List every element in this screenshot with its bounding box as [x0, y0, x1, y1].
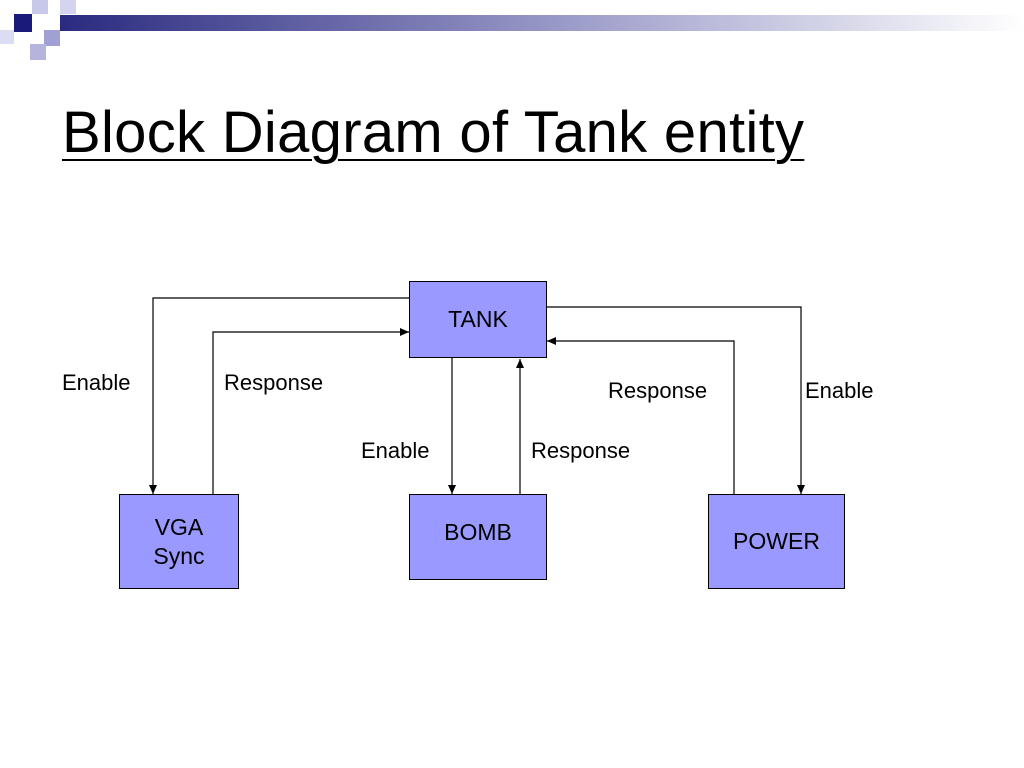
vga-sync-block-label: VGA Sync [153, 513, 205, 569]
header-square-2 [32, 0, 48, 14]
wire-tank-to-vga-enable [149, 297, 410, 494]
power-response-label: Response [608, 378, 708, 403]
bomb-enable-label: Enable [361, 438, 430, 463]
wire-vga-to-tank-response [212, 328, 409, 494]
page-title: Block Diagram of Tank entity [62, 100, 805, 165]
power-block-label: POWER [733, 528, 820, 554]
bomb-block: BOMB [409, 494, 547, 580]
header-square-5 [30, 44, 46, 60]
vga-enable-label: Enable [62, 370, 131, 395]
wire-tank-to-power-enable [547, 306, 805, 494]
tank-block: TANK [409, 281, 547, 358]
bomb-block-label: BOMB [444, 518, 512, 545]
vga-sync-block: VGA Sync [119, 494, 239, 589]
wire-power-to-tank-response [547, 337, 735, 494]
tank-block-label: TANK [448, 306, 508, 332]
header-decoration [0, 0, 1024, 60]
bomb-response-label: Response [531, 438, 631, 463]
power-block: POWER [708, 494, 845, 589]
header-square-4 [44, 30, 60, 46]
header-square-3 [60, 0, 76, 14]
header-gradient-bar [60, 15, 1024, 31]
header-square-6 [0, 30, 14, 44]
header-square-1 [14, 14, 32, 32]
power-enable-label: Enable [805, 378, 874, 403]
vga-response-label: Response [224, 370, 324, 395]
